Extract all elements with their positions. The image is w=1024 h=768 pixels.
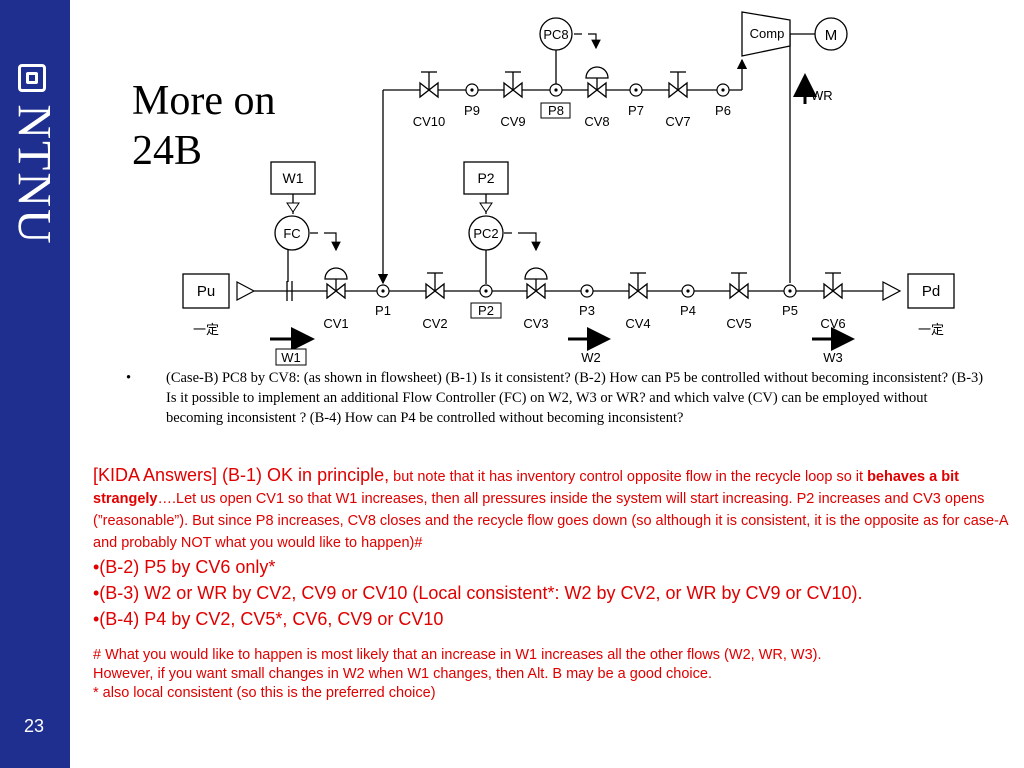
answer-note1: # What you would like to happen is most … <box>93 647 822 663</box>
node-p7-icon <box>629 83 643 97</box>
label-p1: P1 <box>375 303 391 318</box>
pu-label: Pu <box>197 283 215 300</box>
slide-number: 23 <box>23 716 45 736</box>
sidebar-divider <box>68 0 70 768</box>
ntnu-logo-icon <box>18 64 46 92</box>
motor-icon <box>814 17 848 51</box>
comp-label: Comp <box>750 26 785 41</box>
valve-cv7-icon <box>668 71 688 98</box>
valve-cv2-icon <box>425 272 445 299</box>
valve-cv4-icon <box>628 272 648 299</box>
label-cv6: CV6 <box>820 316 845 331</box>
valve-cv8-icon <box>585 66 609 98</box>
fc-controller-icon <box>274 215 310 251</box>
node-p8-icon <box>549 83 563 97</box>
label-cv7: CV7 <box>665 114 690 129</box>
pc8-label: PC8 <box>543 27 568 42</box>
slide-title-line2: 24B <box>132 128 203 174</box>
pu-const-label: 一定 <box>193 322 219 337</box>
label-p5: P5 <box>782 303 798 318</box>
sidebar: NTNU 23 <box>0 0 68 768</box>
node-p3-icon <box>580 284 594 298</box>
answer-note2: However, if you want small changes in W2… <box>93 666 712 682</box>
valve-cv9-icon <box>503 71 523 98</box>
label-cv10: CV10 <box>413 114 446 129</box>
w1-flow-label: W1 <box>281 350 301 365</box>
compressor-icon <box>741 11 791 57</box>
answer-b3: •(B-3) W2 or WR by CV2, CV9 or CV10 (Loc… <box>93 583 863 603</box>
node-p5-icon <box>783 284 797 298</box>
slide-title-line1: More on <box>132 78 276 124</box>
label-p8: P8 <box>548 103 564 118</box>
label-p3: P3 <box>579 303 595 318</box>
pd-sink-box <box>907 273 955 309</box>
valve-cv3-icon <box>524 267 548 299</box>
fc-label: FC <box>283 226 300 241</box>
label-cv8: CV8 <box>584 114 609 129</box>
flowsheet-diagram: Comp M WR P9 P8 P7 P6 CV10 CV9 CV8 CV7 P… <box>182 11 955 366</box>
w1-box-label: W1 <box>283 170 304 186</box>
motor-label: M <box>825 27 838 44</box>
answer-b2: •(B-2) P5 by CV6 only* <box>93 557 276 577</box>
answer-intro-big: [KIDA Answers] (B-1) OK in principle, <box>93 465 390 485</box>
p2-box-label: P2 <box>477 170 494 186</box>
label-p4: P4 <box>680 303 696 318</box>
w3-flow-label: W3 <box>823 350 843 365</box>
valve-cv10-icon <box>419 71 439 98</box>
answer-intro-small: but note that it has inventory control o… <box>389 469 868 485</box>
valve-cv1-icon <box>324 267 348 299</box>
label-cv9: CV9 <box>500 114 525 129</box>
w2-flow-label: W2 <box>581 350 601 365</box>
label-p2: P2 <box>478 303 494 318</box>
label-cv2: CV2 <box>422 316 447 331</box>
pu-source-box <box>182 273 230 309</box>
node-p1-icon <box>376 284 390 298</box>
wr-label: WR <box>811 88 833 103</box>
question-bullet: • (Case-B) PC8 by CV8: (as shown in flow… <box>126 368 986 428</box>
answer-intro-bold: behaves a bit strangely <box>93 469 959 507</box>
answer-intro-rest: ….Let us open CV1 so that W1 increases, … <box>93 491 1008 551</box>
bullet-marker: • <box>126 370 132 386</box>
node-p6-icon <box>716 83 730 97</box>
label-p7: P7 <box>628 103 644 118</box>
question-text: (Case-B) PC8 by CV8: (as shown in flowsh… <box>166 370 984 426</box>
valve-cv6-icon <box>823 272 843 299</box>
label-p6: P6 <box>715 103 731 118</box>
answers-block: [KIDA Answers] (B-1) OK in principle, bu… <box>93 464 1018 703</box>
slide-title: More on 24B <box>132 76 275 176</box>
p2-setpoint-box <box>463 161 509 195</box>
pd-label: Pd <box>922 283 940 300</box>
node-p9-icon <box>465 83 479 97</box>
pd-const-label: 一定 <box>918 322 944 337</box>
valve-cv5-icon <box>729 272 749 299</box>
node-p4-icon <box>681 284 695 298</box>
answer-note3: * also local consistent (so this is the … <box>93 685 436 701</box>
ntnu-logo-text: NTNU <box>7 104 61 246</box>
node-p2-icon <box>479 284 493 298</box>
label-p9: P9 <box>464 103 480 118</box>
label-cv5: CV5 <box>726 316 751 331</box>
pc2-label: PC2 <box>473 226 498 241</box>
label-cv1: CV1 <box>323 316 348 331</box>
label-cv3: CV3 <box>523 316 548 331</box>
w1-setpoint-box <box>270 161 316 195</box>
answer-b4: •(B-4) P4 by CV2, CV5*, CV6, CV9 or CV10 <box>93 609 444 629</box>
label-cv4: CV4 <box>625 316 650 331</box>
